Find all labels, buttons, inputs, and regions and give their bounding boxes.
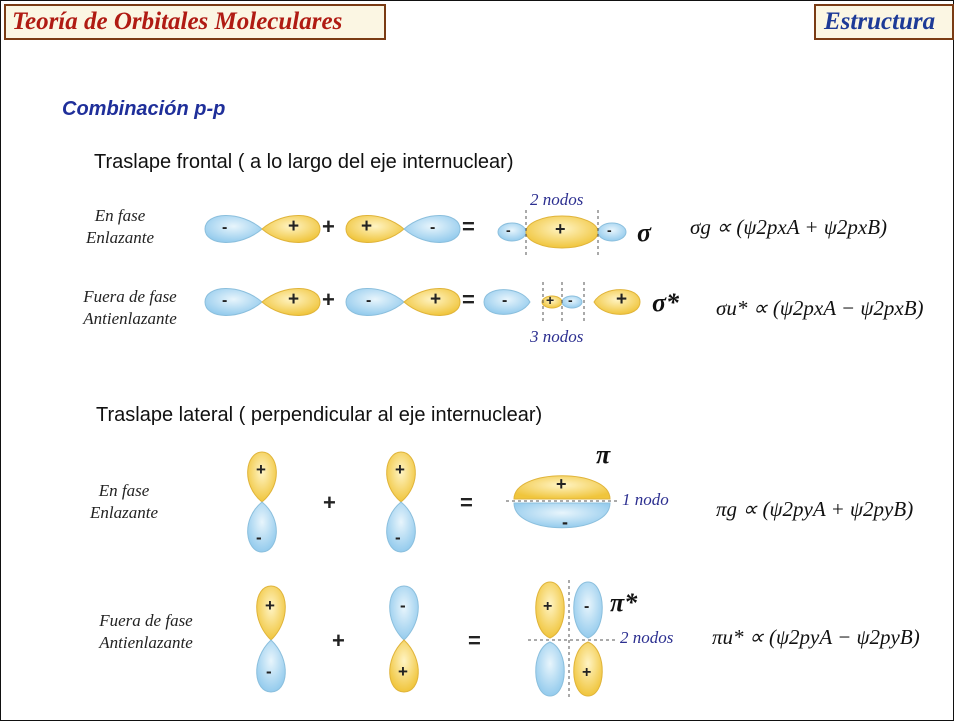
sign-minus: - [506, 222, 511, 238]
sign-plus: + [395, 460, 405, 479]
sign-plus: + [556, 474, 567, 494]
lateral-heading: Traslape lateral ( perpendicular al eje … [96, 404, 543, 426]
sigma-orbital [497, 210, 627, 255]
sigma-symbol: σ [637, 218, 652, 247]
sigma-g-equation: σg ∝ (ψ2pxA + ψ2pxB) [690, 215, 888, 239]
px-orbital-c [204, 288, 321, 316]
py-orbital-a [247, 451, 277, 553]
pi-node-label: 1 nodo [622, 490, 669, 509]
sign-plus: + [430, 289, 442, 310]
section-tag: Estructura [814, 4, 954, 40]
sign-plus: + [288, 289, 300, 310]
pi-star-orbital [528, 580, 616, 700]
operator-plus: + [322, 214, 335, 239]
sign-minus: - [568, 292, 573, 308]
sign-plus: + [546, 292, 555, 308]
subtitle: Combinación p-p [62, 98, 226, 120]
sign-plus: + [398, 662, 408, 681]
operator-equals: = [468, 628, 481, 653]
sign-plus: + [616, 289, 628, 310]
py-orbital-c [256, 585, 286, 693]
py-orbital-b [386, 451, 416, 553]
px-orbital-d [345, 288, 461, 316]
sign-minus: - [584, 598, 590, 615]
frontal-heading: Traslape frontal ( a lo largo del eje in… [94, 151, 514, 173]
sign-minus: - [562, 512, 568, 532]
sign-minus: - [502, 292, 508, 309]
sign-plus: + [288, 216, 300, 237]
sign-plus: + [361, 216, 373, 237]
sign-minus: - [607, 222, 612, 238]
sign-minus: - [430, 219, 436, 236]
sign-minus: - [222, 219, 228, 236]
py-orbital-d [389, 585, 419, 693]
pi-star-symbol: π* [610, 588, 638, 617]
operator-plus: + [332, 628, 345, 653]
operator-plus: + [323, 490, 336, 515]
sign-minus: - [222, 292, 228, 309]
sign-minus: - [400, 596, 406, 615]
sigma-star-orbital [483, 282, 641, 324]
sign-minus: - [256, 528, 262, 547]
sign-plus: + [582, 664, 592, 681]
pi-g-equation: πg ∝ (ψ2pyA + ψ2pyB) [716, 497, 914, 521]
pi-star-node-label: 2 nodos [620, 628, 674, 647]
slide-title: Teoría de Orbitales Moleculares [4, 4, 386, 40]
sigma-node-label: 2 nodos [530, 190, 584, 209]
sigma-star-node-label: 3 nodos [530, 327, 584, 346]
sign-minus: - [366, 292, 372, 309]
px-orbital-b [345, 215, 461, 243]
sigma-star-symbol: σ* [652, 288, 680, 317]
operator-equals: = [462, 287, 475, 312]
sigma-u-equation: σu* ∝ (ψ2pxA − ψ2pxB) [716, 296, 924, 320]
sign-plus: + [265, 596, 275, 615]
operator-equals: = [460, 490, 473, 515]
sign-plus: + [543, 598, 553, 615]
sign-minus: - [395, 528, 401, 547]
pi-orbital [506, 475, 618, 529]
operator-equals: = [462, 214, 475, 239]
sign-minus: - [266, 662, 272, 681]
operator-plus: + [322, 287, 335, 312]
pi-u-equation: πu* ∝ (ψ2pyA − ψ2pyB) [712, 625, 920, 649]
sign-plus: + [555, 219, 566, 239]
pi-symbol: π [596, 440, 611, 469]
px-orbital-a [204, 215, 321, 243]
sign-plus: + [256, 460, 266, 479]
